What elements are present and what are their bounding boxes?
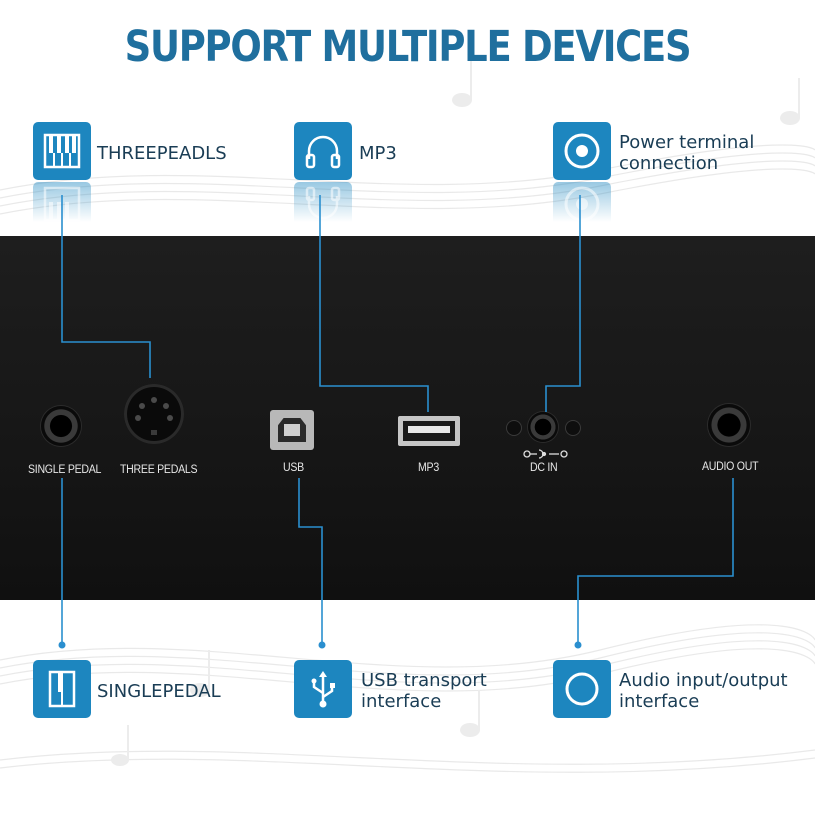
single-pedal-tile <box>33 660 91 718</box>
keyboard-back-panel: SINGLE PEDAL THREE PEDALS USB MP3 <box>0 236 815 600</box>
single-pedal-jack <box>41 406 81 446</box>
screw-right <box>566 421 580 435</box>
piano-keys-icon <box>43 186 81 222</box>
power-circle-icon <box>564 133 600 169</box>
usb-b-port <box>270 410 314 450</box>
power-label: Power terminal connection <box>619 132 755 174</box>
mp3-reflection <box>294 182 352 222</box>
three-pedals-label: THREEPEADLS <box>97 143 227 164</box>
usb-icon <box>311 671 335 708</box>
piano-keys-icon <box>43 133 81 169</box>
audio-tile <box>553 660 611 718</box>
three-pedals-reflection <box>33 182 91 222</box>
three-pedals-tile <box>33 122 91 180</box>
usb-port-label: USB <box>283 462 304 474</box>
dc-in-port-label: DC IN <box>530 462 558 474</box>
ring-icon <box>565 672 599 706</box>
usb-a-port <box>398 416 460 446</box>
audio-label: Audio input/output interface <box>619 670 788 712</box>
midi-din-port <box>124 384 184 444</box>
audio-out-jack <box>708 404 750 446</box>
headphones-icon <box>305 135 341 169</box>
single-pedal-port-label: SINGLE PEDAL <box>28 464 102 476</box>
dc-in-jack <box>528 412 558 442</box>
single-key-icon <box>48 670 76 708</box>
mp3-label: MP3 <box>359 143 397 164</box>
power-reflection <box>553 182 611 222</box>
power-circle-icon <box>564 186 600 222</box>
three-pedals-port-label: THREE PEDALS <box>120 464 198 476</box>
din-pins-icon <box>135 397 173 435</box>
mp3-port-label: MP3 <box>418 462 439 474</box>
audio-out-port-label: AUDIO OUT <box>702 461 759 473</box>
power-tile <box>553 122 611 180</box>
usb-tile <box>294 660 352 718</box>
mp3-tile <box>294 122 352 180</box>
single-pedal-label: SINGLEPEDAL <box>97 681 221 702</box>
page-title: SUPPORT MULTIPLE DEVICES <box>124 22 692 72</box>
headphones-icon <box>305 186 341 220</box>
screw-left <box>507 421 521 435</box>
usb-label: USB transport interface <box>361 670 487 712</box>
dc-polarity-icon <box>523 449 568 459</box>
